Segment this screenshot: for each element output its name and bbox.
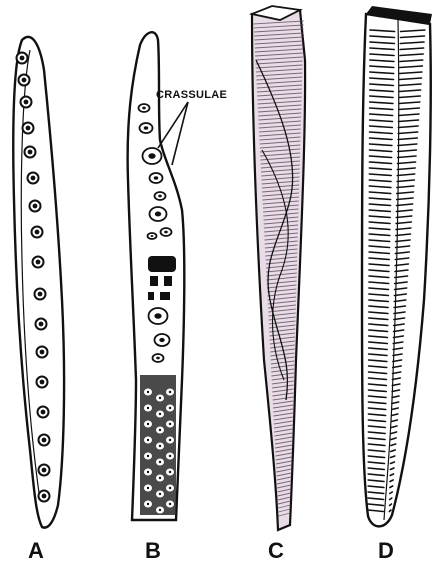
pit-aperture (42, 468, 47, 473)
pit-aperture (24, 100, 29, 105)
pit-aperture (28, 150, 33, 155)
pit-aperture (147, 391, 149, 393)
pit-aperture (159, 493, 161, 495)
pit-aperture (33, 204, 38, 209)
pit-aperture (151, 235, 154, 237)
pit-aperture (169, 503, 171, 505)
pit-aperture (147, 423, 149, 425)
pit-aperture (159, 397, 161, 399)
fiber-c (252, 6, 305, 530)
callout-line (172, 102, 188, 165)
pit-aperture (142, 107, 146, 110)
pit-aperture (42, 494, 47, 499)
pit-aperture (147, 503, 149, 505)
pit-aperture (154, 313, 161, 319)
callout-line (158, 102, 188, 148)
pit-aperture (35, 230, 40, 235)
pit-aperture (159, 445, 161, 447)
pit-aperture (26, 126, 31, 131)
crassula-bar (150, 276, 158, 286)
pit-aperture (169, 407, 171, 409)
pit-aperture (159, 461, 161, 463)
panel-label-c: C (268, 538, 284, 563)
pit-aperture (169, 423, 171, 425)
pit-aperture (159, 413, 161, 415)
pit-aperture (148, 153, 155, 159)
tracheid-b: CRASSULAE (128, 32, 228, 520)
crassula-bar (164, 276, 172, 286)
pit-aperture (144, 126, 149, 130)
pit-aperture (159, 509, 161, 511)
pit-aperture (155, 212, 161, 217)
pit-aperture (147, 487, 149, 489)
panel-label-a: A (28, 538, 44, 563)
pit-aperture (147, 455, 149, 457)
pit-aperture (147, 471, 149, 473)
pit-aperture (156, 357, 160, 360)
pit-aperture (169, 439, 171, 441)
pit-aperture (42, 438, 47, 443)
pit-aperture (41, 410, 46, 415)
pit-aperture (169, 455, 171, 457)
crassula-bar (160, 292, 170, 300)
pit-aperture (169, 487, 171, 489)
pit-aperture (159, 429, 161, 431)
pit-aperture (154, 176, 159, 180)
pit-aperture (22, 78, 27, 83)
panel-label-d: D (378, 538, 394, 563)
pit-aperture (147, 407, 149, 409)
pit-aperture (159, 477, 161, 479)
pit-aperture (39, 322, 44, 327)
crassulae-label: CRASSULAE (156, 89, 227, 101)
pit-aperture (147, 439, 149, 441)
pit-aperture (38, 292, 43, 297)
panel-label-b: B (145, 538, 161, 563)
crassula-bar (148, 292, 154, 300)
pit-aperture (31, 176, 36, 181)
vessel-d (362, 6, 432, 526)
pit-aperture (169, 391, 171, 393)
pit-aperture (40, 380, 45, 385)
pit-aperture (164, 231, 168, 234)
pit-aperture (36, 260, 41, 265)
pit-aperture (159, 338, 164, 342)
pit-aperture (169, 471, 171, 473)
crassula-bar (148, 256, 176, 272)
pit-aperture (40, 350, 45, 355)
tracheid-a-outline (13, 37, 64, 528)
pit-aperture (158, 195, 162, 198)
pit-aperture (20, 56, 25, 61)
slit-pit (389, 510, 391, 512)
tracheid-a (13, 37, 64, 528)
